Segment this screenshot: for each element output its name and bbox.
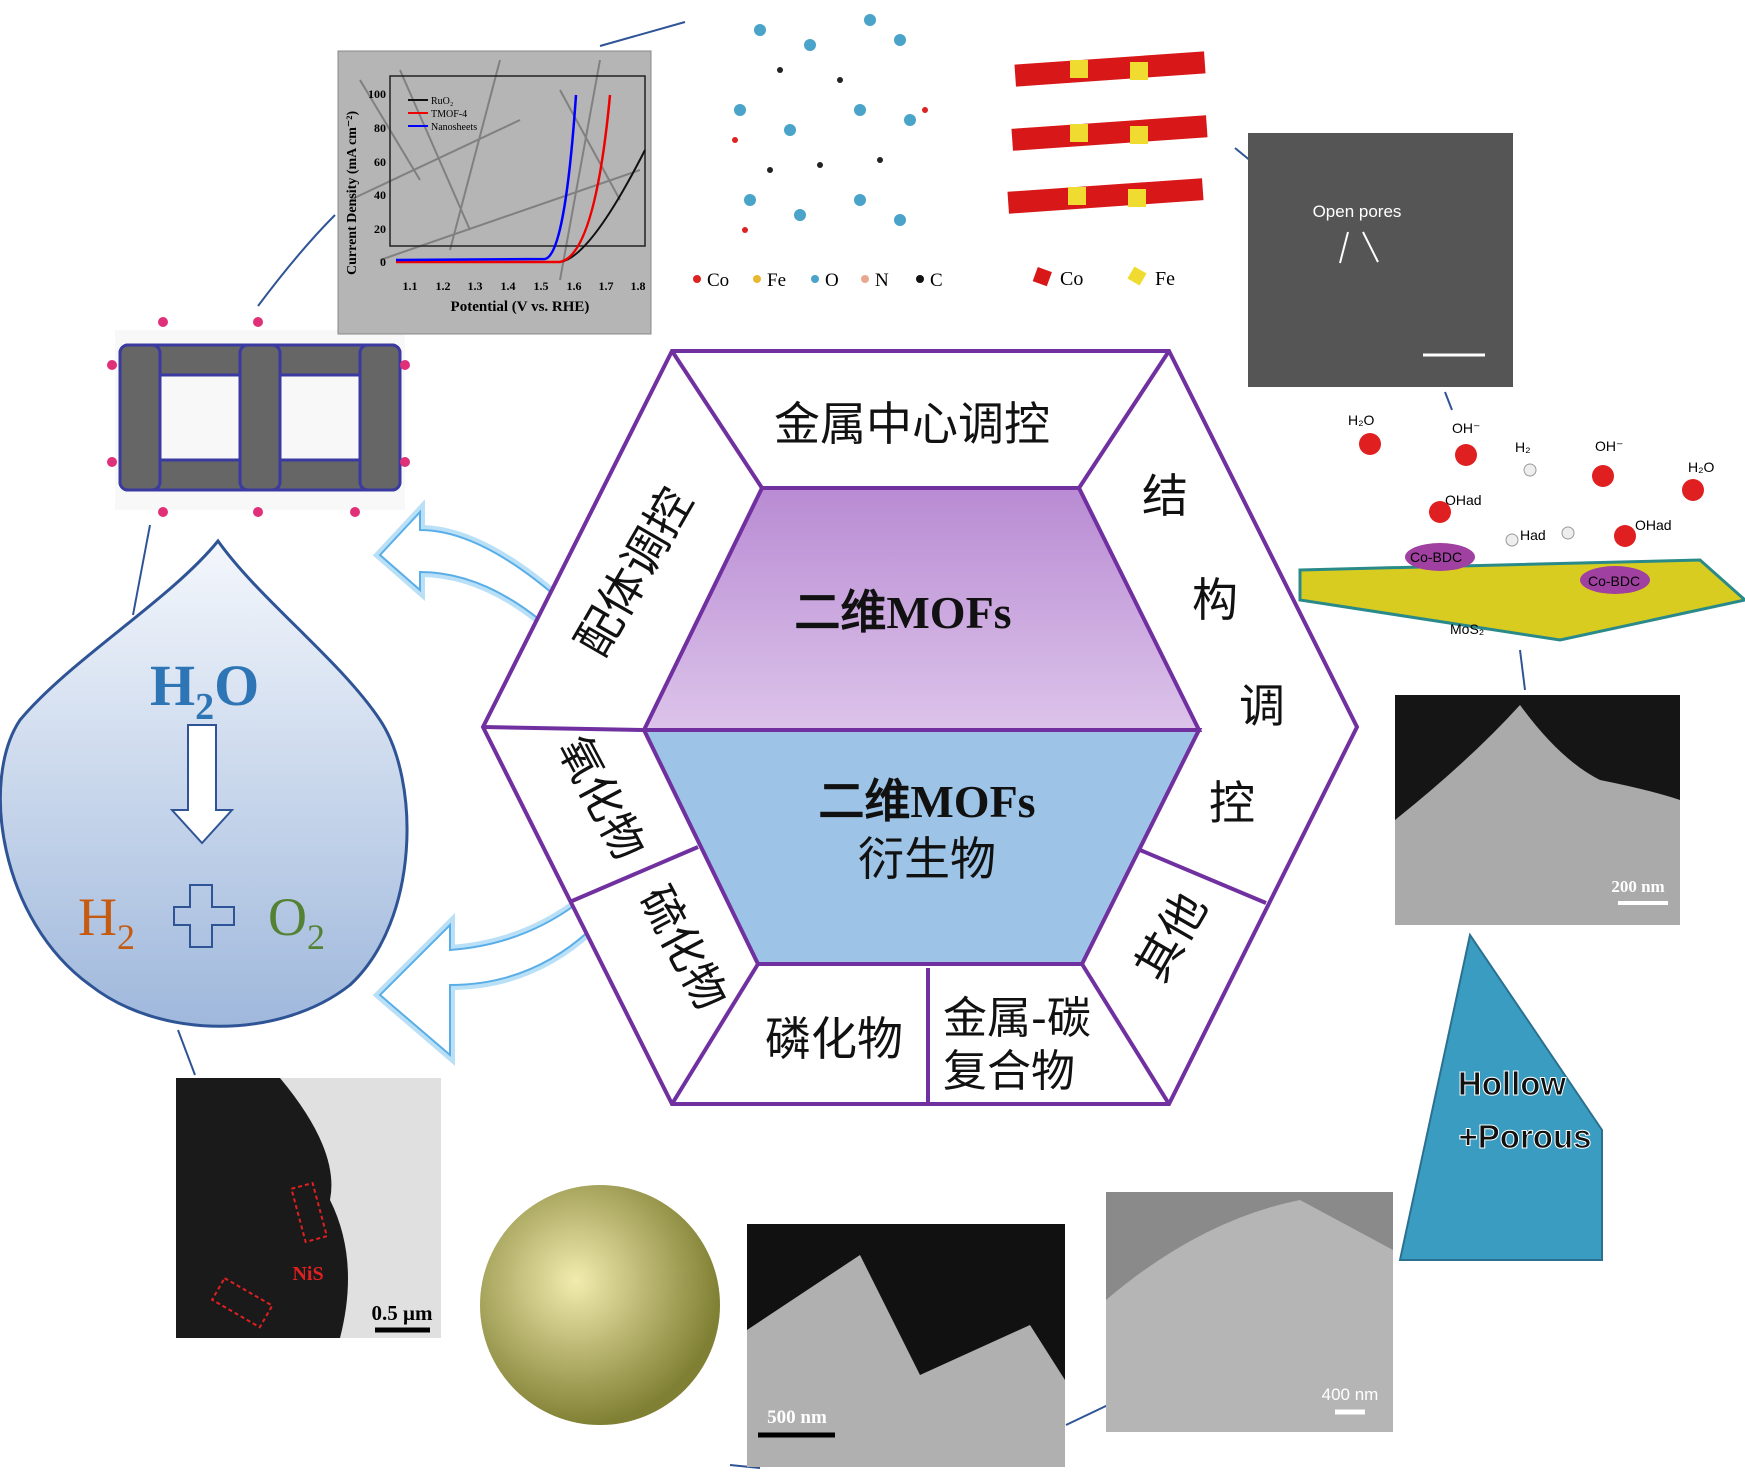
scale-200nm: 200 nm [1611, 877, 1664, 896]
lsv-ytick: 20 [374, 222, 386, 236]
label-metal-carbon-1: 金属-碳 [943, 993, 1091, 1044]
scale-500nm: 500 nm [767, 1407, 827, 1428]
sem-200nm-image: 200 nm [1395, 695, 1680, 925]
sem-500nm-image: 500 nm [747, 1224, 1065, 1467]
arrow-to-drop [372, 897, 597, 1066]
mech-label: H₂ [1515, 439, 1531, 455]
mech-label: OH⁻ [1452, 420, 1480, 436]
label-structure-1: 结 [1142, 469, 1188, 523]
mech-label: OHad [1445, 492, 1482, 508]
hexagon-dividers [482, 349, 1267, 1106]
lsv-ylabel: Current Density (mA cm⁻²) [345, 111, 360, 275]
lsv-legend-tmof: TMOF-4 [431, 109, 467, 120]
lsv-nanosheets-curve [395, 94, 578, 262]
label-metal-center: 金属中心调控 [774, 397, 1050, 451]
legend-fe-2: Fe [1155, 268, 1175, 290]
lsv-xtick: 1.8 [631, 279, 646, 293]
label-structure-4: 控 [1209, 776, 1255, 830]
legend-fe: Fe [767, 270, 786, 291]
o2-label: O2 [268, 887, 325, 957]
mech-label: OHad [1635, 517, 1672, 533]
scale-0-5um: 0.5 μm [372, 1301, 433, 1325]
lsv-xtick: 1.3 [468, 279, 483, 293]
crystal-structure-1: Co Fe O N C [693, 14, 943, 291]
sem-400nm-image: 400 nm [1106, 1192, 1393, 1432]
label-2d-mof-derivatives-2: 衍生物 [858, 832, 996, 886]
mof-hexagon: 金属中心调控 配体调控 结 构 调 控 二维MOFs 二维MOFs 衍生物 氧化… [480, 349, 1360, 1106]
lsv-legend-ruo2: RuO₂ [431, 96, 453, 107]
lsv-xtick: 1.1 [403, 279, 418, 293]
lsv-ytick: 0 [380, 255, 386, 269]
lsv-xtick: 1.6 [567, 279, 582, 293]
mechanism-illustration: H₂O OH⁻ H₂ OH⁻ H₂O OHad Had OHad Co-BDC … [1298, 412, 1745, 642]
mech-label: Had [1520, 527, 1546, 543]
mech-label: H₂O [1348, 412, 1375, 428]
mech-label: OH⁻ [1595, 438, 1623, 454]
lsv-xtick: 1.4 [501, 279, 516, 293]
water-drop: H2O H2 O2 [0, 538, 409, 1028]
arrow-to-mof [372, 499, 568, 627]
plus-icon [173, 884, 235, 948]
legend-co: Co [707, 270, 729, 291]
mof-framework-model [107, 317, 410, 517]
lsv-xtick: 1.2 [436, 279, 451, 293]
mech-label: Co-BDC [1588, 573, 1640, 589]
lsv-legend-nanosheets: Nanosheets [431, 122, 477, 133]
label-phosphide: 磷化物 [765, 1012, 903, 1066]
crystal-structure-2: Co Fe [1007, 51, 1208, 290]
legend-n: N [875, 270, 889, 291]
porous-label: +Porous [1459, 1118, 1592, 1155]
label-structure-2: 构 [1192, 573, 1238, 627]
legend-o: O [825, 270, 839, 291]
scale-400nm: 400 nm [1322, 1385, 1379, 1404]
label-2d-mof-derivatives-1: 二维MOFs [818, 776, 1035, 827]
down-arrow-icon [169, 724, 235, 845]
connector-lines [132, 21, 1526, 1469]
lsv-ytick: 40 [374, 188, 386, 202]
hollow-porous-image: Hollow +Porous [1398, 932, 1603, 1261]
label-metal-carbon-2: 复合物 [943, 1046, 1075, 1097]
mech-label: MoS₂ [1450, 621, 1484, 637]
nanoflower-sphere-image [480, 1185, 720, 1425]
tem-nis-image: NiS 0.5 μm [176, 1078, 441, 1338]
lsv-xtick: 1.7 [599, 279, 614, 293]
legend-c: C [930, 270, 943, 291]
sem-open-pores-image: Open pores [1248, 133, 1513, 387]
open-pores-label: Open pores [1313, 202, 1402, 221]
h2-label: H2 [78, 887, 135, 957]
lsv-plot-image: Current Density (mA cm⁻²) Potential (V v… [337, 50, 652, 335]
legend-co-2: Co [1060, 268, 1083, 290]
lsv-xlabel: Potential (V vs. RHE) [451, 299, 590, 315]
mech-label: H₂O [1688, 459, 1715, 475]
lsv-ytick: 80 [374, 121, 386, 135]
mech-label: Co-BDC [1410, 549, 1462, 565]
lsv-tmof-curve [396, 94, 612, 264]
lsv-ytick: 100 [368, 87, 386, 101]
label-2d-mofs: 二维MOFs [794, 587, 1011, 638]
nis-label: NiS [292, 1263, 323, 1285]
lsv-xtick: 1.5 [534, 279, 549, 293]
lsv-ytick: 60 [374, 155, 386, 169]
hollow-label: Hollow [1458, 1065, 1566, 1102]
h2o-label: H2O [150, 653, 259, 728]
label-structure-3: 调 [1239, 679, 1285, 733]
